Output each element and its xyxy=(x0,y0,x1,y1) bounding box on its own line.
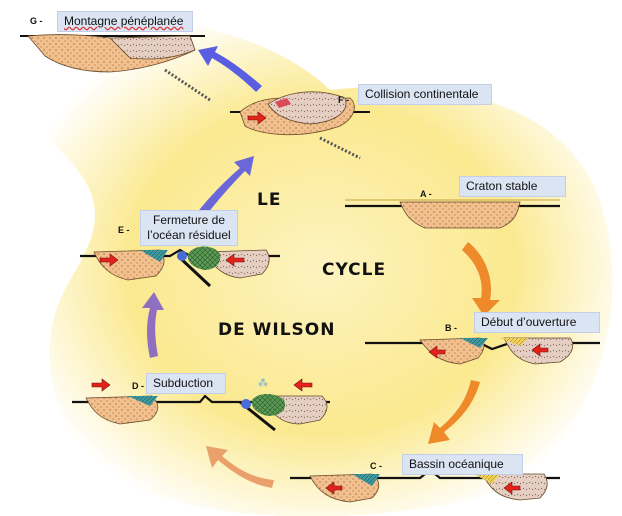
label-stage-g: Montagne pénéplanée xyxy=(57,11,193,32)
block-stage-d: ⁂ xyxy=(72,377,330,432)
label-stage-d: Subduction xyxy=(146,373,226,394)
push-arrow-b-left xyxy=(428,345,446,359)
label-stage-e: Fermeture de l’océan résiduel xyxy=(140,210,238,246)
block-stage-g xyxy=(20,34,211,102)
title-line-1: LE xyxy=(257,190,282,210)
stage-letter-d: D - xyxy=(132,381,144,391)
block-stage-e xyxy=(80,246,280,288)
label-stage-f: Collision continentale xyxy=(358,84,492,105)
title-line-2: CYCLE xyxy=(322,260,387,280)
push-arrow-d-right xyxy=(293,378,313,392)
push-arrow-c-left xyxy=(325,481,343,495)
block-stage-f xyxy=(230,91,370,160)
stage-letter-a: A - xyxy=(420,189,432,199)
label-stage-c: Bassin océanique xyxy=(402,454,523,475)
cycle-arrow-d-to-e xyxy=(142,292,164,358)
cycle-arrow-a-to-b xyxy=(462,242,500,316)
push-arrow-b-right xyxy=(531,343,549,357)
label-stage-a: Craton stable xyxy=(459,176,566,197)
push-arrow-f xyxy=(247,111,267,125)
cycle-arrow-e-to-f xyxy=(196,156,254,218)
svg-text:⁂: ⁂ xyxy=(258,377,268,389)
push-arrow-e-left xyxy=(99,253,119,267)
push-arrow-e-right xyxy=(225,253,245,267)
stage-letter-e: E - xyxy=(118,225,130,235)
stage-letter-c: C - xyxy=(370,461,382,471)
title-line-3: DE WILSON xyxy=(218,320,336,340)
block-stage-b xyxy=(365,337,600,365)
stage-letter-f: F - xyxy=(338,95,349,105)
stage-letter-b: B - xyxy=(445,323,457,333)
cycle-arrow-f-to-g xyxy=(198,46,262,92)
block-stage-a xyxy=(345,199,560,229)
label-stage-b: Début d’ouverture xyxy=(474,312,600,333)
push-arrow-d-left xyxy=(91,378,111,392)
cycle-arrow-c-to-d xyxy=(206,446,274,488)
cycle-arrow-b-to-c xyxy=(428,380,480,444)
stage-letter-g: G - xyxy=(30,16,43,26)
push-arrow-c-right xyxy=(503,481,521,495)
